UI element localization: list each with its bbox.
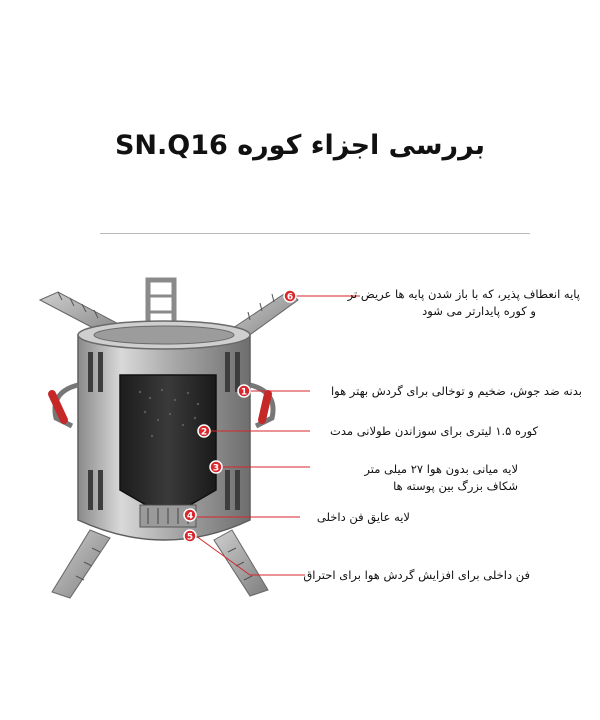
divider: [100, 233, 530, 234]
callout-label-1: بدنه ضد جوش، ضخیم و توخالی برای گردش بهت…: [331, 383, 582, 400]
callout-text: و کوره پایدارتر می شود: [422, 304, 536, 318]
callout-text: شکاف بزرگ بین پوسته ها: [393, 479, 518, 493]
callout-number: 4: [187, 512, 193, 522]
callout-number: 5: [187, 533, 193, 543]
inner-chamber: [119, 374, 217, 506]
vent-slots: [88, 352, 240, 510]
callout-number: 1: [241, 388, 247, 398]
callout-marker-6: 6: [283, 289, 297, 303]
callout-text: لایه عایق فن داخلی: [316, 510, 410, 524]
page-title: بررسی اجزاء کوره SN.Q16: [114, 130, 486, 161]
callout-number: 2: [201, 428, 207, 438]
stove-legs: [51, 529, 269, 599]
callout-marker-3: 3: [209, 460, 223, 474]
callout-marker-2: 2: [197, 424, 211, 438]
callout-text: فن داخلی برای افزایش گردش هوا برای احترا…: [303, 568, 530, 582]
callout-label-6: پایه انعطاف پذیر، که با باز شدن پایه ها …: [348, 286, 580, 320]
callout-leader-lines: [195, 295, 360, 576]
callout-label-2: کوره ۱.۵ لیتری برای سوزاندن طولانی مدت: [330, 423, 538, 440]
callout-marker-5: 5: [183, 529, 197, 543]
callout-number: 6: [287, 293, 293, 303]
callout-label-3: لایه میانی بدون هوا ۲۷ میلی متر شکاف بزر…: [364, 461, 518, 495]
callout-number: 3: [213, 464, 219, 474]
callout-text: کوره ۱.۵ لیتری برای سوزاندن طولانی مدت: [330, 424, 538, 438]
callout-text: پایه انعطاف پذیر، که با باز شدن پایه ها …: [347, 287, 580, 301]
callout-text: لایه میانی بدون هوا ۲۷ میلی متر: [364, 462, 518, 476]
callout-text: بدنه ضد جوش، ضخیم و توخالی برای گردش بهت…: [330, 384, 582, 398]
side-handles: [48, 382, 276, 429]
callout-label-5: فن داخلی برای افزایش گردش هوا برای احترا…: [303, 567, 530, 584]
callout-marker-1: 1: [237, 384, 251, 398]
callout-label-4: لایه عایق فن داخلی: [317, 509, 410, 526]
callout-marker-4: 4: [183, 508, 197, 522]
